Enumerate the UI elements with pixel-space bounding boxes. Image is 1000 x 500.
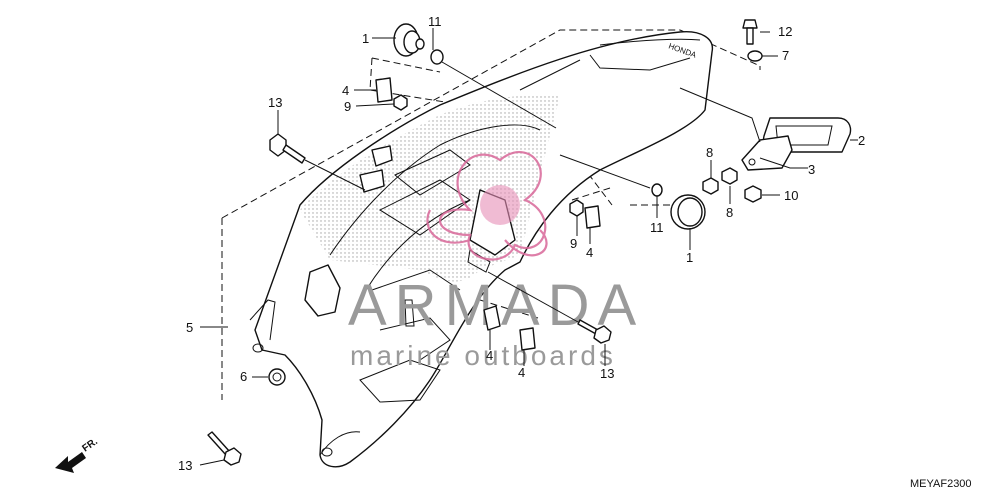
washer-part-11-mid <box>651 183 663 197</box>
callout-13-top: 13 <box>268 95 282 110</box>
callout-3: 3 <box>808 162 815 177</box>
callout-9-top: 9 <box>344 99 351 114</box>
callout-8-top: 8 <box>706 145 713 160</box>
clip-part-4-low-left <box>483 305 501 331</box>
callout-13-mid: 13 <box>600 366 614 381</box>
bolt-part-12 <box>742 19 758 45</box>
reflector-bracket-part-3 <box>741 135 793 171</box>
clip-part-4-mid <box>584 205 601 229</box>
callout-5: 5 <box>186 320 193 335</box>
nut-part-8-low <box>721 167 738 185</box>
clip-part-4-low-right <box>519 327 536 351</box>
grommet-part-1-right <box>670 194 706 230</box>
callout-7: 7 <box>782 48 789 63</box>
callout-4-low-left: 4 <box>486 348 493 363</box>
nut-part-9-top <box>393 94 408 111</box>
nut-part-10 <box>744 185 762 203</box>
grommet-part-6 <box>268 368 286 386</box>
callout-12: 12 <box>778 24 792 39</box>
watermark-logo <box>426 151 548 261</box>
callout-10: 10 <box>784 188 798 203</box>
callout-4-mid: 4 <box>586 245 593 260</box>
watermark-tagline: marine outboards <box>350 340 616 371</box>
callout-11-mid: 11 <box>650 220 664 235</box>
bolt-part-13-mid <box>577 319 612 344</box>
callout-4-top: 4 <box>342 83 349 98</box>
rear-fender: HONDA <box>249 31 714 468</box>
leader-lines <box>199 28 858 466</box>
washer-part-11-top <box>430 49 444 65</box>
callout-8-low: 8 <box>726 205 733 220</box>
grommet-part-1-top <box>393 23 425 57</box>
callout-1-top: 1 <box>362 31 369 46</box>
bolt-part-13-top <box>269 133 306 164</box>
bolt-part-13-bottom <box>207 431 242 466</box>
callout-4-low-right: 4 <box>518 365 525 380</box>
front-direction-arrow-icon <box>55 452 86 473</box>
nut-part-9-mid <box>569 199 584 217</box>
callout-11-top: 11 <box>428 14 442 29</box>
callout-1-right: 1 <box>686 250 693 265</box>
nut-part-8-top <box>702 177 719 195</box>
nut-part-7 <box>747 50 763 62</box>
front-label: FR. <box>80 436 100 454</box>
clip-part-4-top <box>375 77 393 103</box>
diagram-code: MEYAF2300 <box>910 478 972 490</box>
callout-2: 2 <box>858 133 865 148</box>
callout-13-bottom: 13 <box>178 458 192 473</box>
callout-9-mid: 9 <box>570 236 577 251</box>
callout-6: 6 <box>240 369 247 384</box>
